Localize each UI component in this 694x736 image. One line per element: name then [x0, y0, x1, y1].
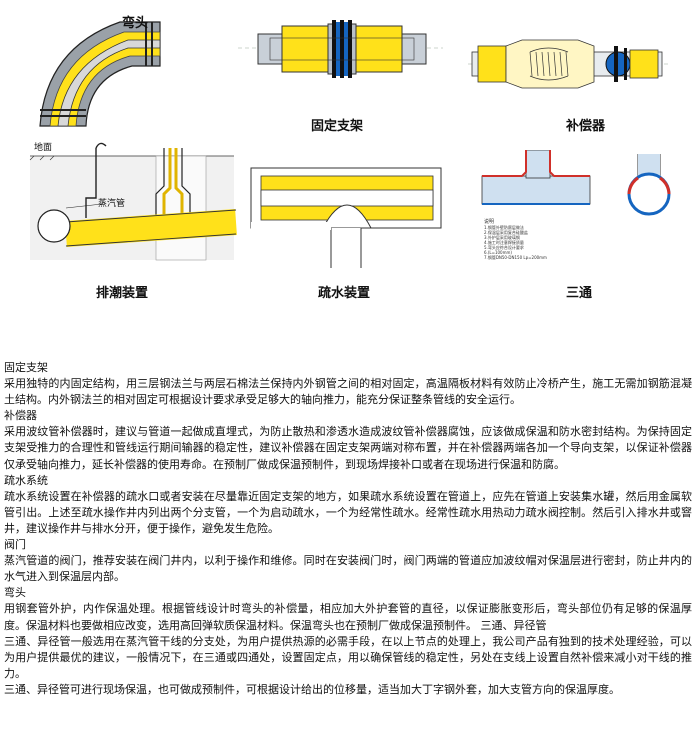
tee-note-line: 2.保温层采用复合硅酸盐 [484, 230, 528, 235]
section-body: 蒸汽管道的阀门，推荐安装在阀门井内，以利于操作和维修。同时在安装阀门时，阀门两端… [4, 554, 692, 584]
section-body: 采用波纹管补偿器时，建议与管道一起做成直埋式，为防止散热和渗透水造成波纹管补偿器… [4, 425, 692, 471]
tee-note-line: 3.外护层采用玻璃钢 [484, 235, 520, 240]
drain-caption: 疏水装置 [318, 286, 371, 301]
section-body: 疏水系统设置在补偿器的疏水口或者安装在尽量靠近固定支架的地方，如果疏水系统设置在… [4, 489, 692, 535]
fixed-support-figure [238, 20, 443, 78]
section-heading: 弯头 [4, 586, 26, 600]
compensator-figure [468, 39, 668, 89]
tee-caption: 三通 [566, 286, 593, 301]
section-heading: 疏水系统 [4, 473, 48, 487]
tee-note: 说明 1.钢管外壁防腐层做法 2.保温层采用复合硅酸盐 3.外护层采用玻璃钢 4… [484, 219, 547, 261]
section-body: 三通、异径管可进行现场保温，也可做成预制件，可根据设计给出的位移量，适当加大丁字… [4, 682, 620, 696]
compensator-caption: 补偿器 [566, 119, 606, 134]
tee-note-line: 7.钢管DN50-DN150 Lp=200mm [484, 255, 547, 260]
section-body: 三通、异径管一般选用在蒸汽管干线的分支处，为用户提供热源的必需手段，在以上节点的… [4, 634, 692, 680]
tee-note-line: 6.(L=100mm) [484, 250, 512, 255]
drain-figure [250, 167, 442, 268]
tee-note-line: 4.施工时注意焊接质量 [484, 240, 524, 245]
moisture-vent-caption: 排潮装置 [96, 286, 149, 301]
section-body: 用钢套管外护，内作保温处理。根据管线设计时弯头的补偿量，相应加大外护套管的直径，… [4, 602, 692, 632]
fixed-support-caption: 固定支架 [311, 119, 364, 134]
elbow-caption: 弯头 [122, 16, 149, 31]
section-body: 采用独特的内固定结构，用三层钢法兰与两层石棉法兰保持内外钢管之间的相对固定，高温… [4, 377, 692, 407]
tee-note-line: 5.弯头应符合设计要求 [484, 245, 524, 250]
section-heading: 固定支架 [4, 361, 48, 374]
elbow-pipe [57, 39, 161, 127]
tee-note-title: 说明 [484, 219, 495, 225]
moisture-vent-figure [29, 142, 237, 261]
ground-label: 地面 [34, 143, 53, 153]
section-heading: 补偿器 [4, 409, 37, 423]
tee-note-line: 1.钢管外壁防腐层做法 [484, 225, 524, 230]
section-heading: 阀门 [4, 538, 26, 552]
steam-pipe-label: 蒸汽管 [98, 199, 126, 209]
tee-figure [481, 150, 671, 216]
article-body: 固定支架 采用独特的内固定结构，用三层钢法兰与两层石棉法兰保持内外钢管之间的相对… [4, 360, 692, 698]
elbow-figure [39, 21, 161, 127]
